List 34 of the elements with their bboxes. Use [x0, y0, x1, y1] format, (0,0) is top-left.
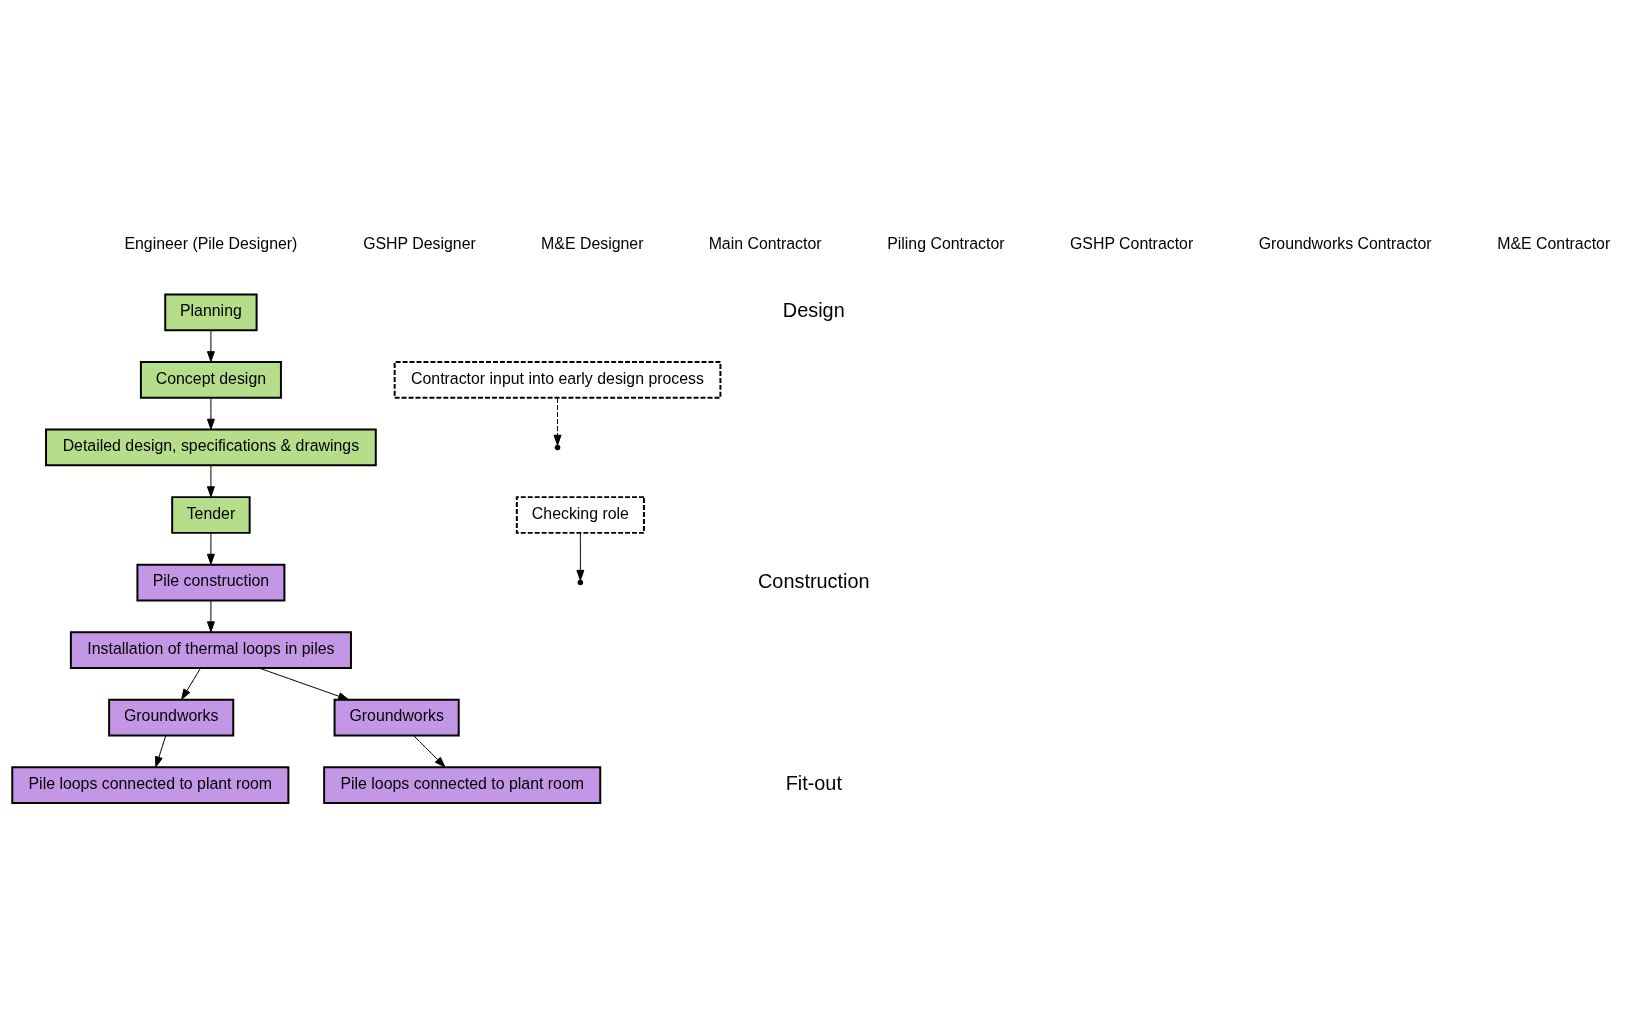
arrow — [206, 532, 215, 565]
arrow — [181, 667, 201, 700]
arrow — [413, 734, 446, 767]
node-box: Pile loops connected to plant room — [323, 765, 602, 804]
node-box: Groundworks — [333, 698, 460, 736]
label: Construction — [758, 569, 870, 591]
node-box: Contractor input into early design process — [393, 360, 722, 399]
label: GSHP Designer — [363, 234, 476, 252]
arrow — [576, 532, 585, 581]
node-box: Detailed design, specifications & drawings — [45, 428, 377, 466]
arrow — [206, 329, 215, 362]
node-box: Groundworks — [108, 698, 235, 736]
arrow — [206, 599, 215, 632]
label: GSHP Contractor — [1069, 234, 1194, 252]
arrow — [206, 464, 215, 497]
node-box: Planning — [164, 293, 258, 331]
node-box: Concept design — [139, 360, 282, 399]
label: Engineer (Pile Designer) — [124, 234, 298, 252]
arrow — [206, 397, 215, 430]
label: Piling Contractor — [887, 234, 1005, 252]
label: Fit-out — [785, 771, 842, 794]
arrow — [553, 397, 562, 446]
node-box: Installation of thermal loops in piles — [69, 630, 352, 669]
node-box: Tender — [171, 495, 251, 534]
label: Design — [782, 298, 845, 321]
label: M&E Contractor — [1497, 234, 1611, 252]
node-box: Pile loops connected to plant room — [11, 765, 290, 804]
label: M&E Designer — [541, 234, 644, 252]
label: Groundworks Contractor — [1258, 234, 1432, 252]
label: Main Contractor — [708, 234, 822, 252]
node-box: Pile construction — [136, 563, 286, 601]
arrow — [155, 734, 167, 767]
node-box: Checking role — [515, 495, 645, 534]
arrow — [258, 667, 350, 700]
